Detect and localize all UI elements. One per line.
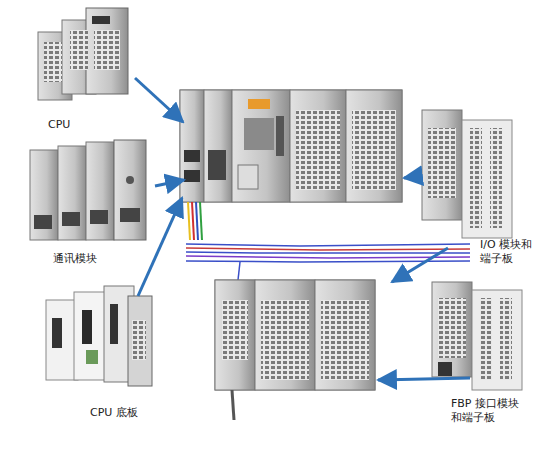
component-caption: CPU	[48, 118, 98, 132]
fbp-module-photo	[432, 282, 522, 390]
comm-module-photo	[30, 140, 146, 240]
component-group: I/O 模块和 端子板	[415, 100, 545, 270]
component-caption: I/O 模块和 端子板	[480, 238, 540, 266]
component-caption: 通讯模块	[53, 252, 133, 266]
component-caption: CPU 底板	[90, 406, 160, 420]
component-group: FBP 接口模块 和端子板	[425, 275, 555, 425]
remote-plc-assembly	[215, 280, 375, 420]
cpu-photo	[38, 8, 128, 100]
main-plc-assembly	[180, 90, 402, 202]
component-group: CPU 底板	[40, 280, 160, 425]
cpu-base-photo	[46, 286, 152, 386]
component-caption: FBP 接口模块 和端子板	[451, 397, 527, 425]
cable-bundle	[188, 202, 202, 240]
component-group: 通讯模块	[25, 140, 155, 272]
component-group: CPU	[30, 5, 145, 135]
pointer-arrows	[135, 78, 470, 380]
io-module-photo	[422, 110, 512, 238]
